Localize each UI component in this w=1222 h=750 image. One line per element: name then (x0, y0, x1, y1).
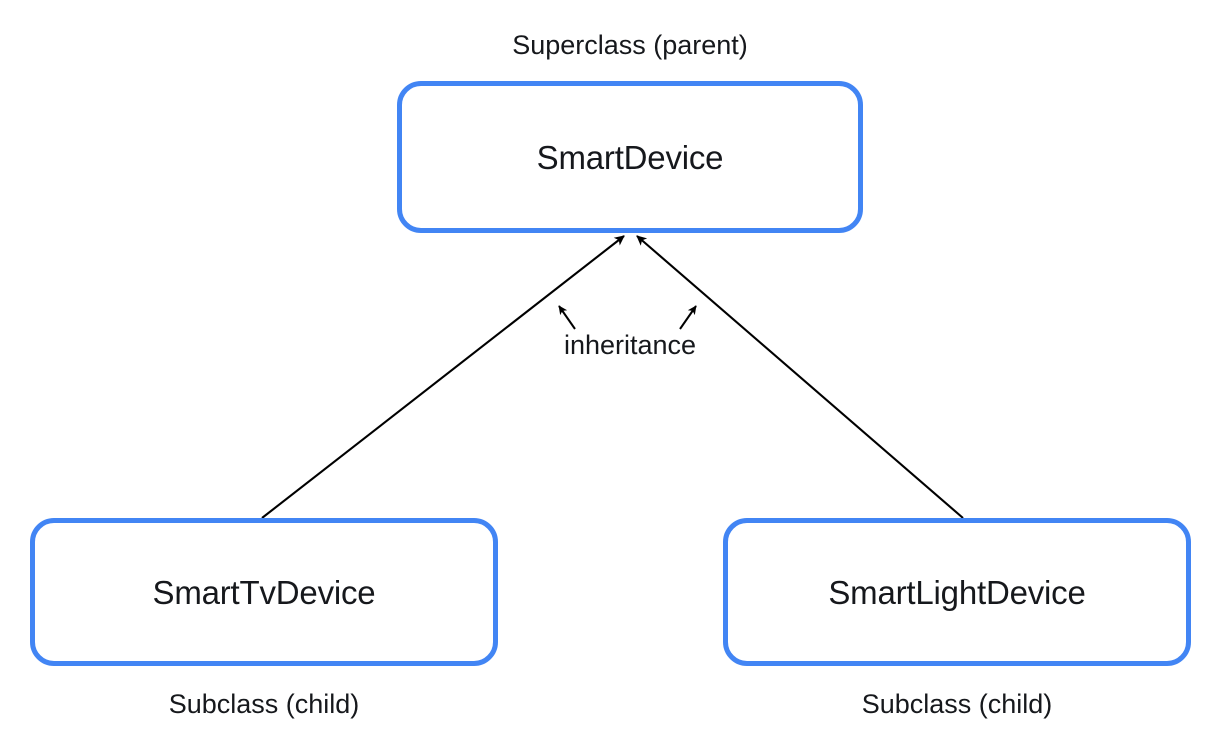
class-box-smarttvdevice[interactable]: SmartTvDevice (30, 518, 498, 666)
inheritance-pointer-right (679, 305, 697, 330)
superclass-caption: Superclass (parent) (512, 30, 748, 60)
inheritance-line-tv (261, 235, 625, 519)
class-box-smartlightdevice[interactable]: SmartLightDevice (723, 518, 1191, 666)
class-name-label: SmartLightDevice (828, 573, 1086, 611)
class-box-smartdevice[interactable]: SmartDevice (397, 81, 863, 233)
subclass-caption-light: Subclass (child) (861, 689, 1053, 719)
subclass-caption-tv: Subclass (child) (168, 689, 360, 719)
inheritance-pointer-left (558, 305, 576, 330)
class-name-label: SmartDevice (536, 138, 724, 176)
inheritance-label: inheritance (563, 330, 697, 360)
inheritance-line-light (636, 235, 964, 519)
class-name-label: SmartTvDevice (152, 573, 376, 611)
